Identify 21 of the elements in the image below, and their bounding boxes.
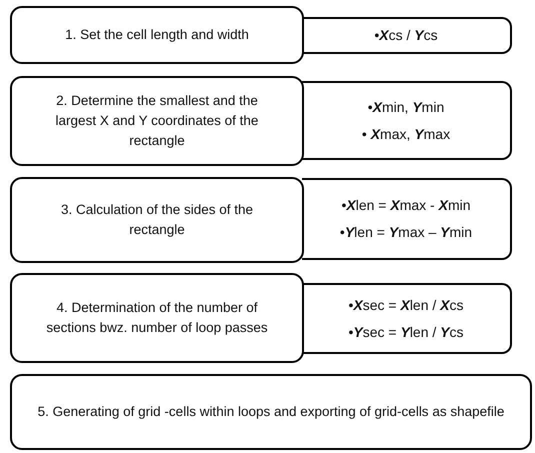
step-box <box>10 273 304 363</box>
step-text: 5. Generating of grid -cells within loops and exporting of grid-cells as shapefile <box>38 402 504 421</box>
step-text: 4. Determination of the number of sections bwz. number of loop passes <box>45 298 269 337</box>
formula-text: •Ylen = Ymax – Ymin <box>340 223 472 242</box>
formula-box <box>302 283 512 354</box>
step-box <box>10 177 304 263</box>
formula-box <box>302 17 512 54</box>
formula-text: •Xsec = Xlen / Xcs <box>348 296 464 315</box>
formula-text: •Xcs / Ycs <box>374 26 438 46</box>
formula-box <box>302 178 512 260</box>
step-text: 1. Set the cell length and width <box>65 26 249 44</box>
formula-text: •Xmin, Ymin <box>368 98 444 117</box>
step-box <box>10 374 532 450</box>
formula-text: •Xlen = Xmax - Xmin <box>341 196 471 216</box>
formula-text: • Xmax, Ymax <box>362 124 450 144</box>
step-text: 3. Calculation of the sides of the rectangle <box>60 200 254 239</box>
step-box <box>10 6 304 64</box>
formula-box <box>302 81 512 160</box>
step-text: 2. Determine the smallest and the largest X and Y coordinates of the rectangle <box>54 92 260 150</box>
step-box <box>10 76 304 166</box>
formula-text: •Ysec = Ylen / Ycs <box>348 322 464 342</box>
